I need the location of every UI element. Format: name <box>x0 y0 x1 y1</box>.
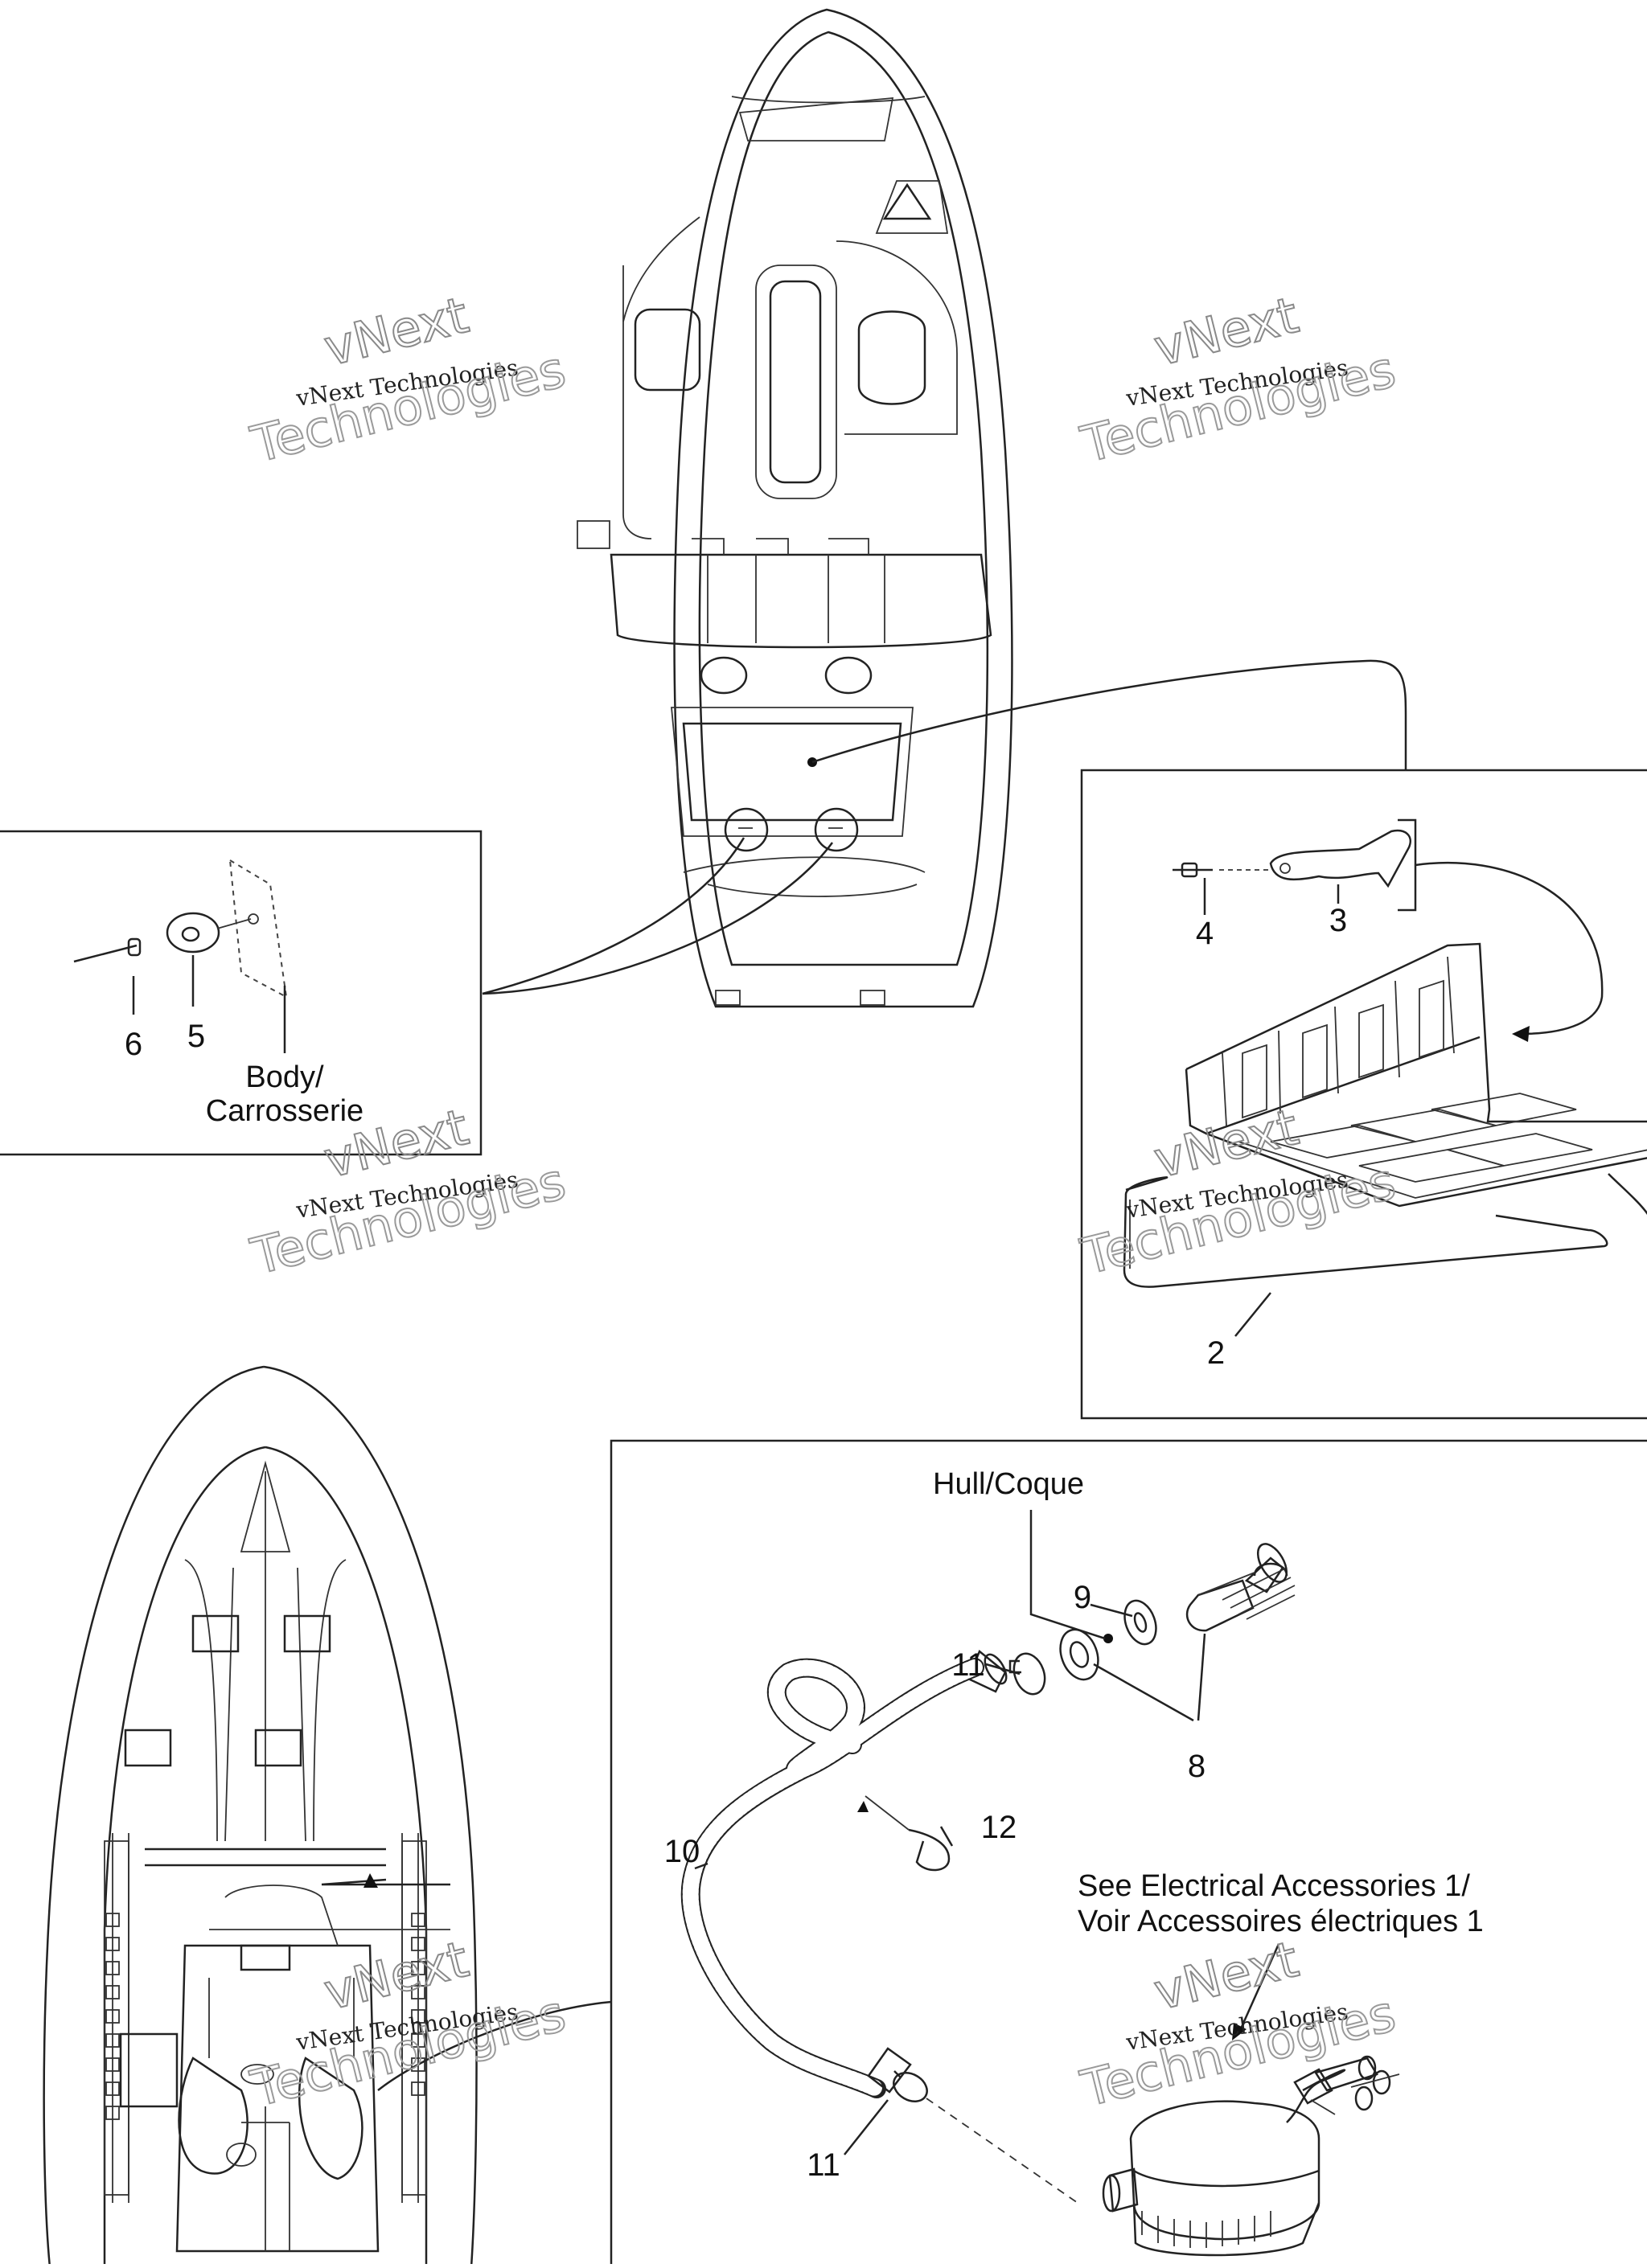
watermark-6: vNext vNext Technologies Technologies <box>1074 1929 1402 2119</box>
callout-9: 9 <box>1074 1580 1091 1615</box>
callout-3: 3 <box>1329 903 1347 938</box>
body-label-line1: Body/ <box>245 1060 324 1094</box>
see-electrical-line1: See Electrical Accessories 1/ <box>1078 1869 1470 1903</box>
bilge-pump <box>1102 2055 1400 2257</box>
svg-text:Technologies: Technologies <box>1075 339 1401 474</box>
bottom-watercraft <box>43 1365 478 2268</box>
callout-11-bottom: 11 <box>807 2147 840 2183</box>
callout-12: 12 <box>981 1810 1017 1845</box>
callout-8: 8 <box>1188 1749 1205 1784</box>
watermark-5: vNext vNext Technologies Technologies <box>244 1929 572 2119</box>
callout-4: 4 <box>1196 916 1214 951</box>
body-fastener-panel: 6 5 Body/ Carrosserie <box>0 830 483 1156</box>
callout-10: 10 <box>664 1834 700 1869</box>
leader-body-left <box>482 837 745 995</box>
svg-text:Technologies: Technologies <box>245 1151 571 1286</box>
svg-text:Technologies: Technologies <box>1075 1983 1401 2118</box>
hull-label: Hull/Coque <box>933 1467 1084 1501</box>
see-electrical-line2: Voir Accessoires électriques 1 <box>1078 1905 1484 1938</box>
leader-body-right <box>482 842 834 995</box>
svg-text:Technologies: Technologies <box>245 339 571 474</box>
bilge-pump-panel: Hull/Coque 9 11 8 12 10 11 See Electrica… <box>610 1439 1647 2268</box>
storage-tray-panel: 4 3 2 <box>1080 769 1647 1420</box>
outlet-fitting <box>1185 1543 1296 1632</box>
watermark-2: vNext vNext Technologies Technologies <box>1074 285 1402 475</box>
callout-6: 6 <box>125 1027 142 1062</box>
top-watercraft <box>577 8 1013 1008</box>
svg-text:Technologies: Technologies <box>1075 1151 1401 1286</box>
body-label-line2: Carrosserie <box>206 1094 363 1128</box>
leader-bilge <box>377 2000 612 2091</box>
leader-hatch <box>811 659 1407 770</box>
callout-2: 2 <box>1207 1335 1225 1371</box>
watermark-1: vNext vNext Technologies Technologies <box>244 285 572 475</box>
callout-11-top: 11 <box>951 1647 985 1683</box>
svg-text:Technologies: Technologies <box>245 1983 571 2118</box>
callout-5: 5 <box>187 1019 205 1054</box>
